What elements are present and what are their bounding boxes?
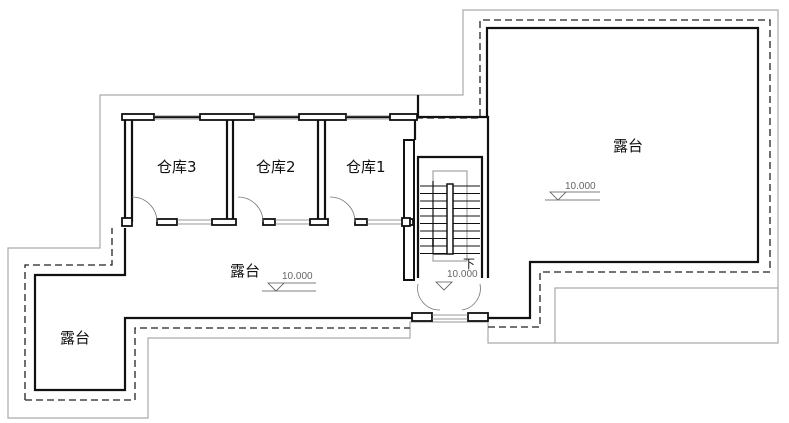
stair-down-label: 下	[463, 257, 475, 271]
top-windows	[121, 113, 418, 121]
terrace-label-center: 露台	[230, 262, 260, 280]
room-label-storage1: 仓库1	[346, 158, 386, 176]
gutter-line	[24, 228, 113, 400]
right-terrace-wall	[485, 26, 760, 320]
inner-outline	[554, 287, 778, 343]
elevation-mark-right: 10.000	[545, 181, 600, 201]
terrace-label-right: 露台	[613, 137, 643, 155]
room-label-storage3: 仓库3	[157, 158, 197, 176]
left-terrace-wall	[33, 228, 412, 392]
terrace-label-left: 露台	[60, 329, 90, 347]
svg-text:10.000: 10.000	[282, 271, 313, 282]
room-label-storage2: 仓库2	[256, 158, 296, 176]
parapet-outline	[7, 9, 779, 419]
svg-text:10.000: 10.000	[447, 269, 478, 280]
elevation-mark-stair: 10.000	[435, 269, 478, 291]
bottom-windows	[121, 217, 414, 227]
door-swings	[131, 196, 356, 223]
elevation-mark-center: 10.000	[262, 271, 316, 292]
gutter-line	[418, 19, 771, 328]
storage-wall	[123, 115, 417, 225]
svg-text:10.000: 10.000	[565, 181, 596, 192]
stair-core	[401, 95, 490, 322]
gutter-line	[25, 327, 410, 401]
